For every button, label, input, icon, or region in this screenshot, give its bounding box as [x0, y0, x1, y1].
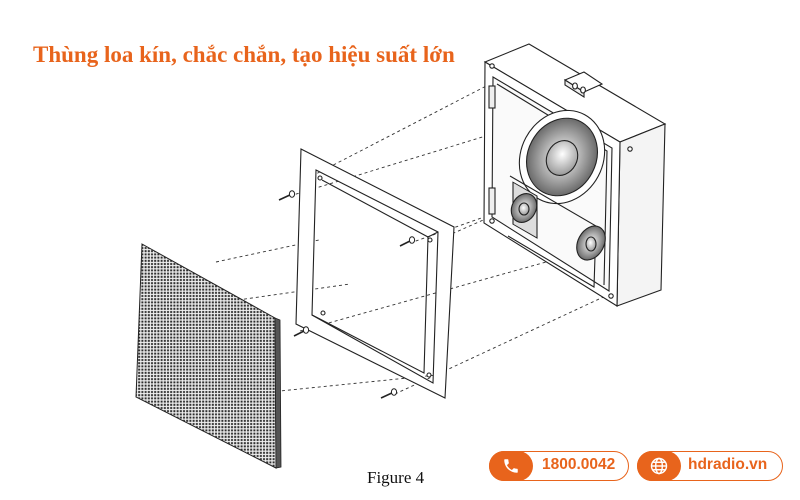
- mounting-frame: [295, 148, 455, 399]
- phone-icon: [489, 450, 533, 481]
- figure-caption: Figure 4: [367, 468, 425, 487]
- website-link-button[interactable]: hdradio.vn: [637, 450, 783, 481]
- screw-top-right: [399, 236, 416, 247]
- phone-contact-button[interactable]: 1800.0042: [489, 450, 629, 481]
- front-grille: [135, 243, 282, 469]
- globe-icon: [637, 450, 681, 481]
- website-url: hdradio.vn: [688, 456, 768, 473]
- screw-bottom-left: [293, 326, 310, 337]
- screw-bottom-right: [380, 388, 398, 399]
- speaker-enclosure: [483, 43, 667, 307]
- screw-top-left: [278, 190, 296, 201]
- mounting-screws: [278, 190, 416, 399]
- headline: Thùng loa kín, chắc chắn, tạo hiệu suất …: [33, 42, 455, 67]
- phone-number: 1800.0042: [542, 456, 616, 473]
